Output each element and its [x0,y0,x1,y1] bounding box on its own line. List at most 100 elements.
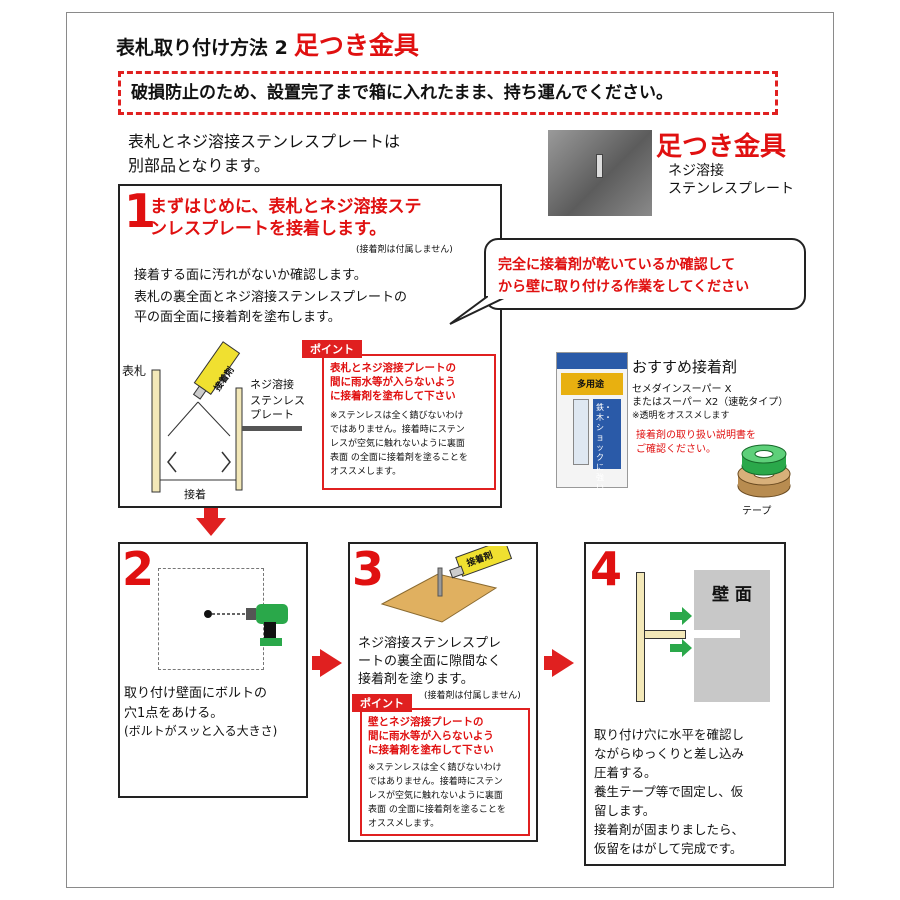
arrow-2-3-head [320,649,342,677]
step4-bolt [644,630,686,639]
step1-number: 1 [124,184,157,238]
diagram-plate-label-3: プレート [250,408,294,421]
callout-line-2: から壁に取り付ける作業をしてください [498,279,750,295]
step1-point-h3: に接着剤を塗布して下さい [330,390,456,402]
step1-point-b3: レスが空気に触れないように裏面 [330,439,465,449]
diagram-bond-label: 接着 [184,488,206,501]
step3-point-b4: 表面 の全面に接着剤を塗ることを [368,805,506,815]
wall-hole [694,630,740,638]
step2-line-1: 取り付け壁面にボルトの [124,686,268,701]
wall-label: 壁 面 [712,585,752,605]
warning-banner: 破損防止のため、設置完了まで箱に入れたまま、持ち運んでください。 [118,71,778,115]
step3-point-b2: ではありません。接着時にステン [368,777,503,787]
step1-body-2: 表札の裏全面とネジ溶接ステンレスプレートの [134,290,408,305]
step1-point-b2: ではありません。接着時にステン [330,425,465,435]
recommend-line-1: セメダインスーパー X [632,384,732,395]
diagram-plate-label-1: ネジ溶接 [250,378,294,391]
product-photo [548,130,652,216]
adhesive-tube-2 [449,546,513,579]
package-sub-text: 鉄・木・ショックに強い [596,403,612,492]
callout-bubble [484,238,806,310]
step3-diagram [380,546,513,623]
push-arrow-2 [670,639,692,657]
bolt-hole [204,610,212,618]
step2-box [118,542,308,798]
step4-line-4: 養生テープ等で固定し、仮 [594,784,744,799]
step1-point-b4: 表面 の全面に接着剤を塗ることを [330,453,468,463]
intro-line-2: 別部品となります。 [128,156,270,175]
step3-line-1: ネジ溶接ステンレスプレ [358,636,502,651]
bracket-right [221,451,231,473]
tape-label: テープ [742,506,772,517]
step3-line-3: 接着剤を塗ります。 [358,672,474,687]
intro-line-1: 表札とネジ溶接ステンレスプレートは [128,132,401,151]
step1-point-h1: 表札とネジ溶接プレートの [330,362,456,374]
bracket-left [167,451,177,473]
step1-diagram [151,341,302,493]
step3-line-2: ートの裏全面に隙間なく [358,654,502,669]
diagram-nameplate-label: 表札 [122,364,147,378]
step4-line-1: 取り付け穴に水平を確認し [594,727,745,742]
callout-line-1: 完全に接着剤が乾いているか確認して [498,257,736,273]
step4-line-2: ながらゆっくりと差し込み [594,746,745,761]
package-label-band [561,373,623,395]
title-main: 表札取り付け方法 2 [116,37,288,59]
step1-body-1: 接着する面に汚れがないか確認します。 [134,268,367,283]
push-arrows [670,607,692,657]
step3-point-h2: 間に雨水等が入らないよう [368,730,494,742]
step1-note: (接着剤は付属しません) [356,245,453,255]
page-frame [66,12,834,888]
tape-rolls [737,444,791,498]
product-sub-1: ネジ溶接 [668,163,724,179]
step1-heading-1: まずはじめに、表札とネジ溶接ステ [150,197,422,217]
recommend-line-3: ※透明をオススメします [632,411,730,421]
bolt-image [596,154,603,178]
step4-line-5: 留します。 [594,803,656,818]
step4-line-3: 圧着する。 [594,765,657,780]
step4-number: 4 [590,542,623,596]
title-accent: 足つき金具 [293,31,419,60]
down-arrow-stem [204,508,218,520]
step2-number: 2 [122,542,155,596]
step3-point-b5: オススメします。 [368,819,440,829]
step1-point-tag: ポイント [302,340,362,358]
package-top-band [557,353,627,369]
arrow-3-4-stem [544,656,554,670]
bolt-shape [242,426,302,431]
nameplate-shape [151,369,161,493]
step1-point-box [322,354,496,490]
step3-point-h3: に接着剤を塗布して下さい [368,744,494,756]
recommend-red-2: ご確認ください。 [636,444,716,455]
drill-icon [212,604,288,646]
step1-body-3: 平の面全面に接着剤を塗布します。 [134,310,341,325]
recommend-title: おすすめ接着剤 [632,358,738,376]
package-blue-panel [593,399,621,469]
arrow-2-3-stem [312,656,322,670]
step4-line-6: 接着剤が固まりましたら、 [594,822,745,837]
step3-point-box [360,708,530,836]
adhesive-package: 多用途 鉄・木・ショックに強い [556,352,628,492]
step3-point-tag: ポイント [352,694,412,712]
arrow-line-right [197,401,231,437]
plate-shape [235,387,243,491]
step2-line-2: 穴1点をあける。 [124,706,224,721]
recommend-line-2: またはスーパー X2（速乾タイプ） [632,397,789,408]
step3-point-h1: 壁とネジ溶接プレートの [368,716,484,728]
package-tube [573,399,589,465]
push-arrow-1 [670,607,692,625]
arrow-3-4-head [552,649,574,677]
step3-note: (接着剤は付属しません) [424,691,521,701]
arrow-line-left [167,401,199,437]
diagram-plate-label-2: ステンレス [250,394,305,407]
step3-point-b3: レスが空気に触れないように裏面 [368,791,503,801]
down-arrow-head [196,518,226,536]
step3-number: 3 [352,542,385,596]
product-name: 足つき金具 [656,132,787,162]
adhesive-tube-1 [192,341,241,400]
product-sub-2: ステンレスプレート [668,181,794,197]
step1-point-h2: 間に雨水等が入らないよう [330,376,456,388]
callout-tail [449,296,508,325]
step2-line-3: (ボルトがスッと入る大きさ) [124,724,278,738]
step4-line-7: 仮留をはがして完成です。 [594,841,743,856]
